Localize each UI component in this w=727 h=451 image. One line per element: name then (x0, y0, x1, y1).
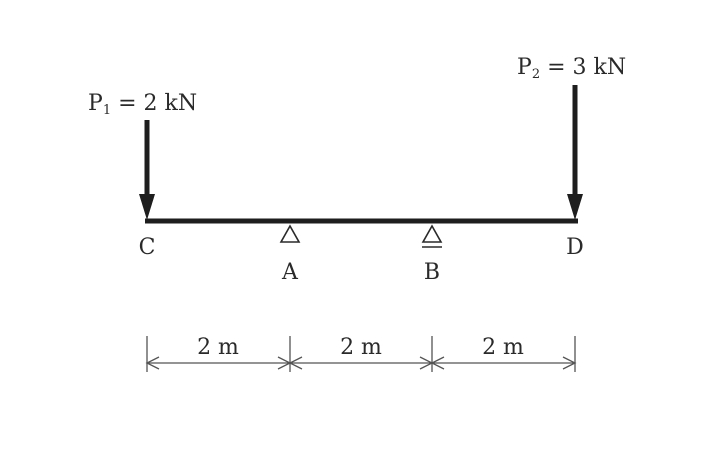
point-b-label: B (424, 260, 440, 285)
support-b-roller (421, 224, 443, 248)
dimension-bd-label: 2 m (482, 335, 524, 360)
point-d-label: D (566, 235, 584, 260)
support-a-pin (279, 224, 301, 243)
load-p1-arrow (139, 120, 155, 220)
dimension-ca-label: 2 m (197, 335, 239, 360)
load-p1-label: P1 = 2 kN (88, 91, 197, 118)
dimension-arrowheads (145, 356, 577, 370)
point-a-label: A (281, 260, 299, 285)
load-p2-label: P2 = 3 kN (517, 55, 626, 82)
point-c-label: C (139, 235, 156, 260)
dimension-ticks (146, 336, 576, 372)
dimension-ab-label: 2 m (340, 335, 382, 360)
load-p2-arrow (567, 85, 583, 220)
